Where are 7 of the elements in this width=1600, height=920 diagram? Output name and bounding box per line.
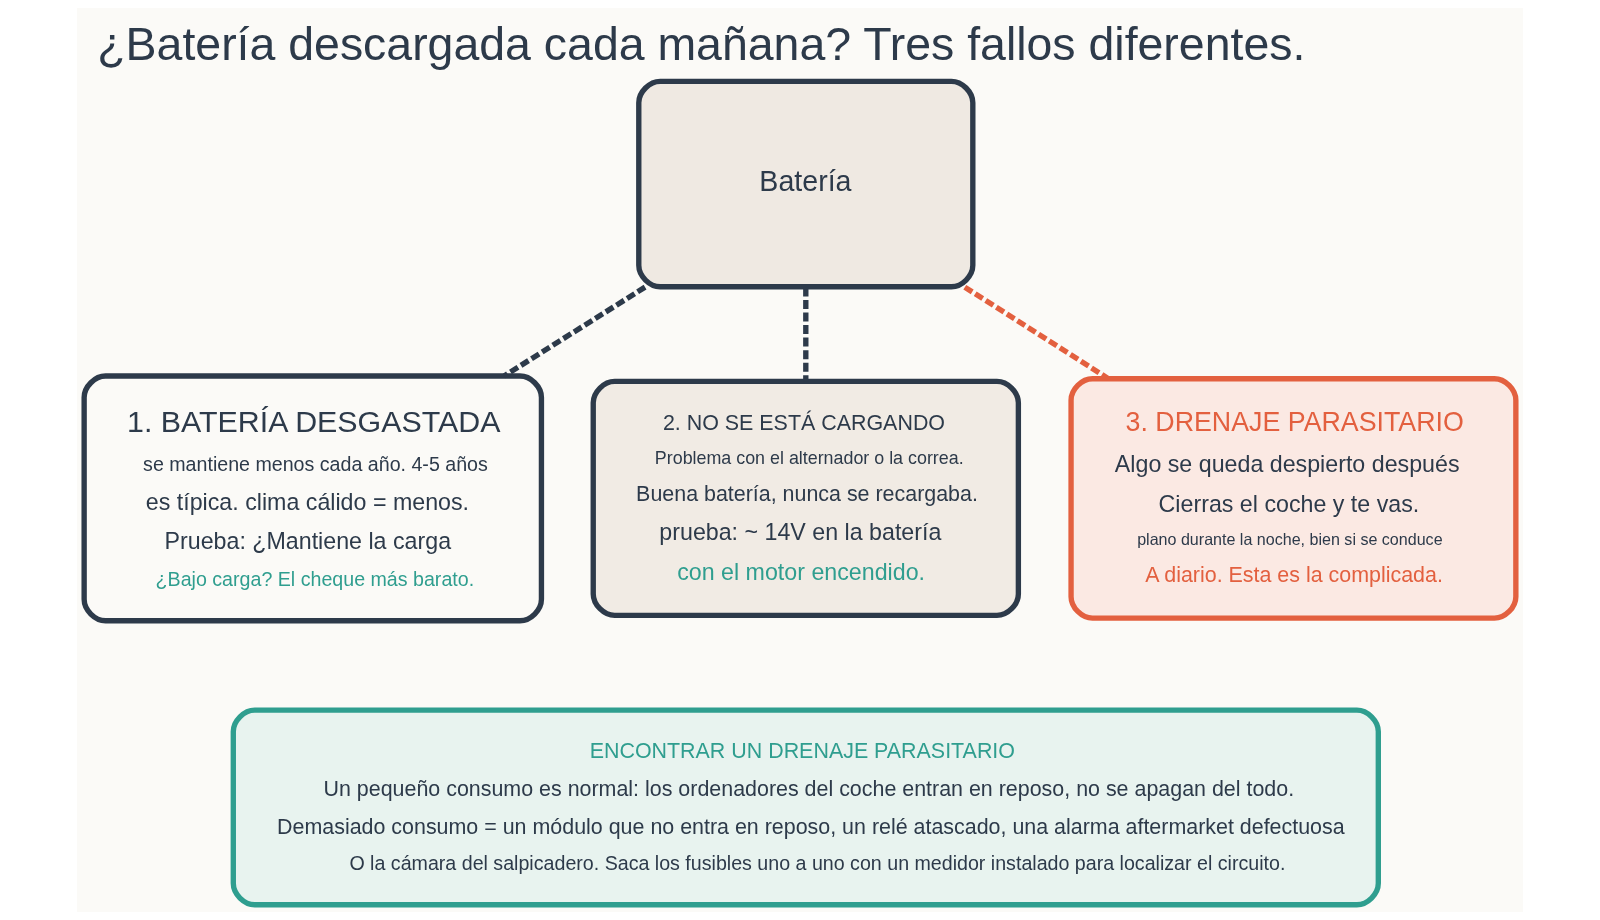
diagram-title: ¿Batería descargada cada mañana? Tres fallos diferentes. (97, 17, 1306, 70)
node-box: 2. NO SE ESTÁ CARGANDO Problema con el alternador o la correa. Buena batería, nunca se recargaba. prueba: ~ 14V en la batería con el motor encendido. (590, 378, 1022, 619)
node-box: 3. DRENAJE PARASITARIO Algo se queda despierto después Cierras el coche y te vas. plano durante la noche, bien si se conduce A diario. Esta es la complicada. (1068, 376, 1519, 621)
node-box: Batería (636, 78, 976, 290)
node-box: ENCONTRAR UN DRENAJE PARASITARIO Un pequeño consumo es normal: los ordenadores del coche entran en reposo, no se apagan del todo. Demasiado consumo = un módulo que no entra en reposo, un relé atascado, una alarma aftermarket defectuosa O la cámara del salpicadero. Saca los fusibles uno a uno con un medidor instalado para localizar el circuito. (230, 707, 1381, 908)
node-box: 1. BATERÍA DESGASTADA se mantiene menos cada año. 4-5 años es típica. clima cálido = menos. Prueba: ¿Mantiene la carga ¿Bajo carga? El cheque más barato. (81, 373, 545, 624)
connector (803, 287, 809, 382)
